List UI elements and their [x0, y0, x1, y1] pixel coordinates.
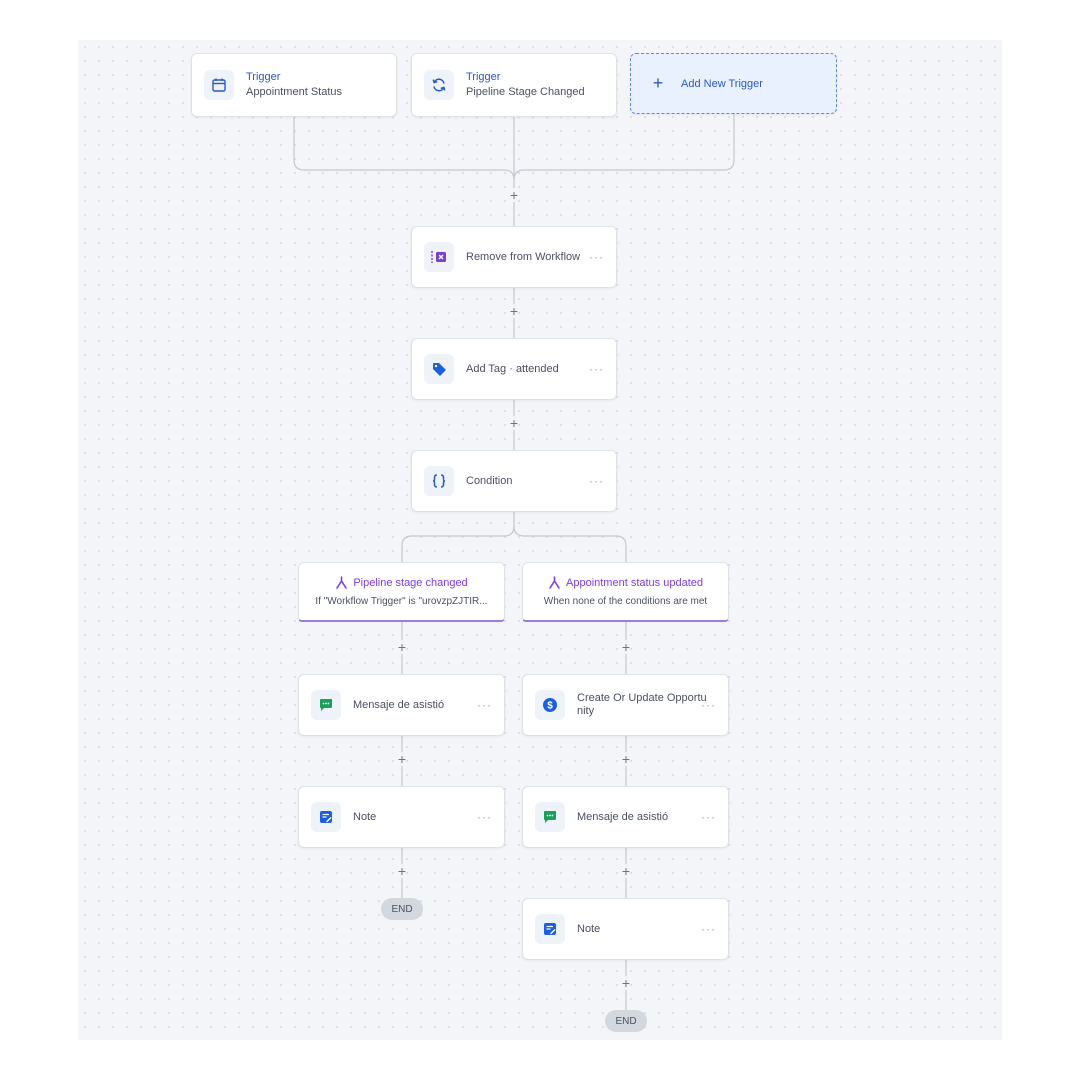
trigger-title: Trigger	[246, 71, 281, 83]
add-step-plus-button[interactable]: +	[621, 751, 631, 767]
more-menu-icon[interactable]: ···	[477, 810, 492, 824]
trigger-subtitle: Pipeline Stage Changed	[466, 86, 585, 98]
action-label: Note	[577, 922, 601, 935]
add-step-plus-button[interactable]: +	[509, 415, 519, 431]
action-label: Mensaje de asistió	[577, 810, 669, 823]
branch-icon	[549, 576, 560, 589]
add-step-plus-button[interactable]: +	[621, 639, 631, 655]
add-step-plus-button[interactable]: +	[509, 303, 519, 319]
action-note[interactable]: Note ···	[298, 786, 505, 848]
note-icon	[535, 914, 565, 944]
action-create-or-update-opportunity[interactable]: $ Create Or Update Opportunity ···	[522, 674, 729, 736]
svg-text:$: $	[547, 701, 553, 712]
tag-icon	[424, 354, 454, 384]
message-icon	[311, 690, 341, 720]
trigger-subtitle: Appointment Status	[246, 86, 343, 98]
end-node: END	[605, 1010, 647, 1032]
action-label: Add Tag · attended	[466, 362, 559, 375]
action-label: Mensaje de asistió	[353, 698, 445, 711]
add-step-plus-button[interactable]: +	[509, 187, 519, 203]
more-menu-icon[interactable]: ···	[589, 250, 604, 264]
workflow-canvas[interactable]	[78, 40, 1002, 1040]
add-step-plus-button[interactable]: +	[621, 975, 631, 991]
end-node: END	[381, 898, 423, 920]
braces-icon	[424, 466, 454, 496]
dollar-icon: $	[535, 690, 565, 720]
action-label: Create Or Update Opportunity	[577, 692, 707, 717]
branch-title: Pipeline stage changed	[353, 576, 468, 589]
more-menu-icon[interactable]: ···	[589, 362, 604, 376]
add-step-plus-button[interactable]: +	[397, 863, 407, 879]
trigger-appointment-status[interactable]: Trigger Appointment Status	[191, 53, 397, 117]
branch-subtitle: If "Workflow Trigger" is "urovzpZJTIR...	[315, 595, 488, 607]
add-step-plus-button[interactable]: +	[397, 751, 407, 767]
branch-title: Appointment status updated	[566, 576, 703, 589]
branch-subtitle: When none of the conditions are met	[543, 595, 708, 607]
action-note[interactable]: Note ···	[522, 898, 729, 960]
action-label: Condition	[466, 474, 513, 487]
remove-workflow-icon	[424, 242, 454, 272]
action-label: Remove from Workflow	[466, 250, 581, 263]
add-trigger-label: Add New Trigger	[681, 77, 763, 90]
message-icon	[535, 802, 565, 832]
branch-icon	[336, 576, 348, 589]
refresh-icon	[424, 70, 454, 100]
action-mensaje-de-asistio[interactable]: Mensaje de asistió ···	[522, 786, 729, 848]
trigger-title: Trigger	[466, 71, 501, 83]
branch-appointment-status-updated[interactable]: Appointment status updated When none of …	[522, 562, 729, 622]
more-menu-icon[interactable]: ···	[701, 698, 716, 712]
action-label: Note	[353, 810, 377, 823]
plus-icon: +	[652, 73, 664, 93]
action-add-tag[interactable]: Add Tag · attended ···	[411, 338, 617, 400]
add-new-trigger-button[interactable]: + Add New Trigger	[630, 53, 837, 114]
add-step-plus-button[interactable]: +	[397, 639, 407, 655]
calendar-icon	[204, 70, 234, 100]
more-menu-icon[interactable]: ···	[701, 922, 716, 936]
more-menu-icon[interactable]: ···	[477, 698, 492, 712]
more-menu-icon[interactable]: ···	[701, 810, 716, 824]
note-icon	[311, 802, 341, 832]
more-menu-icon[interactable]: ···	[589, 474, 604, 488]
add-step-plus-button[interactable]: +	[621, 863, 631, 879]
action-condition[interactable]: Condition ···	[411, 450, 617, 512]
action-mensaje-de-asistio[interactable]: Mensaje de asistió ···	[298, 674, 505, 736]
trigger-pipeline-stage-changed[interactable]: Trigger Pipeline Stage Changed	[411, 53, 617, 117]
action-remove-from-workflow[interactable]: Remove from Workflow ···	[411, 226, 617, 288]
branch-pipeline-stage-changed[interactable]: Pipeline stage changed If "Workflow Trig…	[298, 562, 505, 622]
